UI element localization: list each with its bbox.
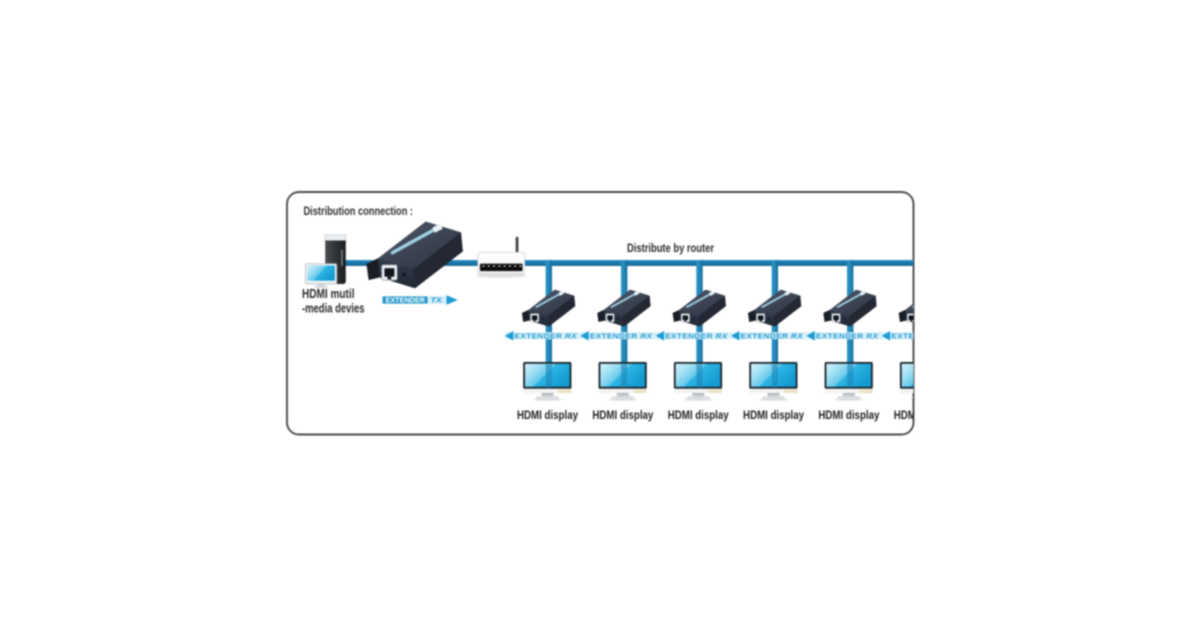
svg-text:HDMI display: HDMI display — [818, 408, 879, 422]
svg-text:EXTENDER: EXTENDER — [386, 296, 426, 305]
svg-text:HDMI display: HDMI display — [517, 408, 578, 422]
svg-text:HDMI display: HDMI display — [592, 408, 653, 422]
svg-text:Distribution connection :: Distribution connection : — [304, 204, 414, 218]
svg-text:-media devies: -media devies — [302, 301, 365, 315]
svg-text:HDMI mutil: HDMI mutil — [302, 287, 355, 301]
svg-text:HDMI display: HDMI display — [743, 408, 804, 422]
svg-text:HDMI display: HDMI display — [894, 408, 955, 422]
svg-text:Distribute by router: Distribute by router — [627, 242, 714, 255]
svg-text:TX: TX — [431, 296, 444, 305]
svg-text:HDMI display: HDMI display — [668, 408, 729, 422]
